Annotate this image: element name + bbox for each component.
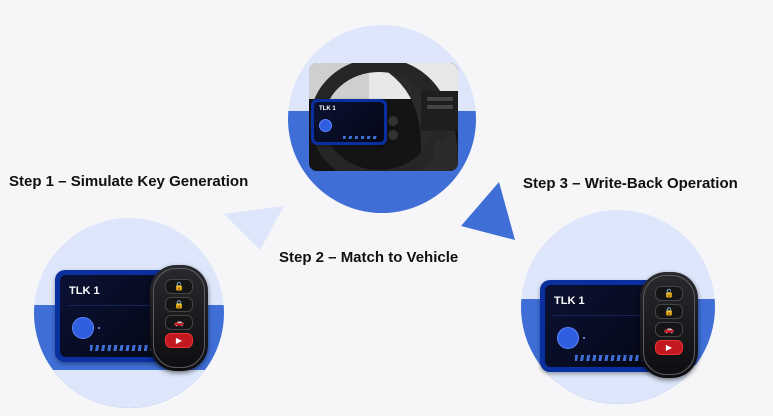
device-title: TLK 1 — [319, 106, 336, 112]
unlock-icon: 🔓 — [655, 286, 683, 301]
device-title: TLK 1 — [554, 295, 585, 307]
lock-icon: 🔒 — [655, 304, 683, 319]
cycle-arrow-right — [461, 182, 515, 240]
key-fob-step3: 🔓 🔒 🚗 ▶ — [640, 272, 698, 378]
panic-icon: ▶ — [655, 340, 683, 355]
panic-icon: ▶ — [165, 333, 193, 348]
vehicle-interior-photo: TLK 1 — [309, 63, 458, 171]
device-in-car: TLK 1 — [311, 99, 387, 145]
step2-label: Step 2 – Match to Vehicle — [279, 249, 459, 266]
step3-label: Step 3 – Write-Back Operation — [523, 175, 738, 192]
device-title: TLK 1 — [69, 285, 100, 297]
unlock-icon: 🔓 — [165, 279, 193, 294]
trunk-icon: 🚗 — [655, 322, 683, 337]
lock-icon: 🔒 — [165, 297, 193, 312]
cycle-arrow-left — [224, 206, 284, 250]
key-fob-step1: 🔓 🔒 🚗 ▶ — [150, 265, 208, 371]
step1-label: Step 1 – Simulate Key Generation — [9, 173, 249, 190]
trunk-icon: 🚗 — [165, 315, 193, 330]
